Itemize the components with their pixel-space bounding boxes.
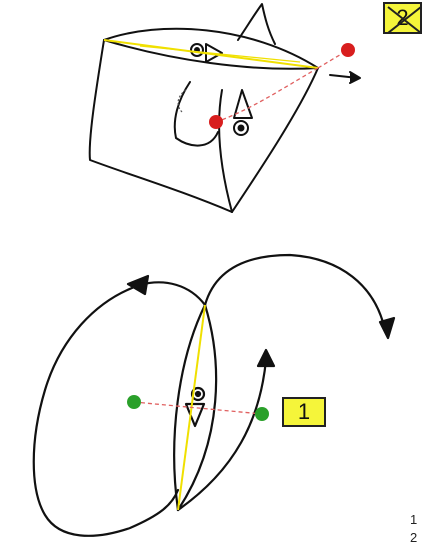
- bottom-right-sweep: [205, 255, 385, 330]
- top-target-dot: [239, 126, 244, 131]
- top-figure: [90, 4, 360, 212]
- bottom-loop-arrowhead: [128, 276, 148, 294]
- top-fin-spike: [238, 4, 275, 44]
- bottom-center-arrowhead: [258, 350, 274, 366]
- top-wing-chord-cross: [140, 46, 300, 62]
- bottom-wing-circle-dot: [196, 392, 200, 396]
- bottom-green-marker-left: [127, 395, 141, 409]
- top-dashed-line: [216, 68, 318, 122]
- label-box-1: 1: [282, 397, 326, 427]
- top-right-inner-curve: [219, 90, 232, 212]
- top-inner-flap: [175, 82, 218, 146]
- bottom-figure: [34, 255, 394, 536]
- top-red-marker-center: [209, 115, 223, 129]
- top-right-wall: [232, 68, 318, 212]
- label-box-1-text: 1: [298, 399, 310, 425]
- bottom-right-arrowhead: [380, 318, 394, 338]
- label-box-2: 2: [383, 2, 422, 34]
- corner-number-2: 2: [410, 530, 417, 545]
- cross-icon: [385, 4, 422, 34]
- top-direction-arrowhead: [350, 72, 360, 83]
- corner-number-1: 1: [410, 512, 417, 527]
- bottom-green-marker-right: [255, 407, 269, 421]
- top-red-marker-right: [341, 43, 355, 57]
